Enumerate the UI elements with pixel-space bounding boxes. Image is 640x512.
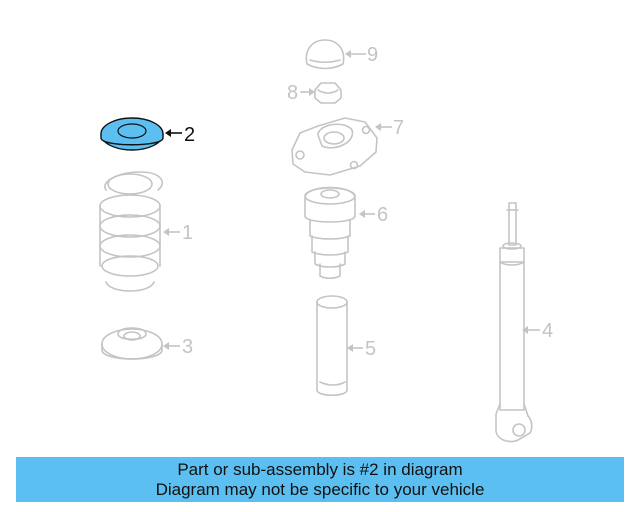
callout-6: 6 bbox=[359, 204, 388, 226]
callout-6-number: 6 bbox=[377, 204, 388, 226]
callout-4-number: 4 bbox=[542, 320, 553, 342]
callout-2: 2 bbox=[165, 124, 195, 146]
callout-7: 7 bbox=[375, 117, 404, 139]
callout-7-number: 7 bbox=[393, 117, 404, 139]
part-6-bump-stop bbox=[304, 186, 356, 280]
part-1-coil-spring bbox=[99, 171, 164, 292]
part-9-cap bbox=[305, 39, 345, 70]
banner-line-1: Part or sub-assembly is #2 in diagram bbox=[177, 459, 463, 479]
part-8-nut bbox=[314, 82, 342, 104]
part-7-top-mount bbox=[291, 117, 378, 176]
callout-1: 1 bbox=[163, 222, 193, 244]
part-3-lower-seat bbox=[101, 327, 163, 360]
banner-line-2: Diagram may not be specific to your vehi… bbox=[155, 479, 485, 499]
part-4-shock-absorber bbox=[495, 202, 533, 443]
callout-5-number: 5 bbox=[365, 338, 376, 360]
callout-8: 8 bbox=[287, 82, 315, 104]
callout-8-number: 8 bbox=[287, 82, 298, 104]
part-5-dust-tube bbox=[316, 295, 348, 397]
callout-9-number: 9 bbox=[367, 44, 378, 66]
info-banner: Part or sub-assembly is #2 in diagram Di… bbox=[16, 457, 624, 502]
part-2-spring-seat bbox=[100, 117, 164, 151]
callout-9: 9 bbox=[345, 44, 378, 66]
callout-3-number: 3 bbox=[182, 336, 193, 358]
callout-5: 5 bbox=[347, 338, 376, 360]
callout-2-number: 2 bbox=[184, 124, 195, 146]
callout-3: 3 bbox=[163, 336, 193, 358]
callout-4: 4 bbox=[522, 320, 553, 342]
callout-1-number: 1 bbox=[182, 222, 193, 244]
parts-diagram: 9 8 7 6 bbox=[99, 39, 553, 443]
